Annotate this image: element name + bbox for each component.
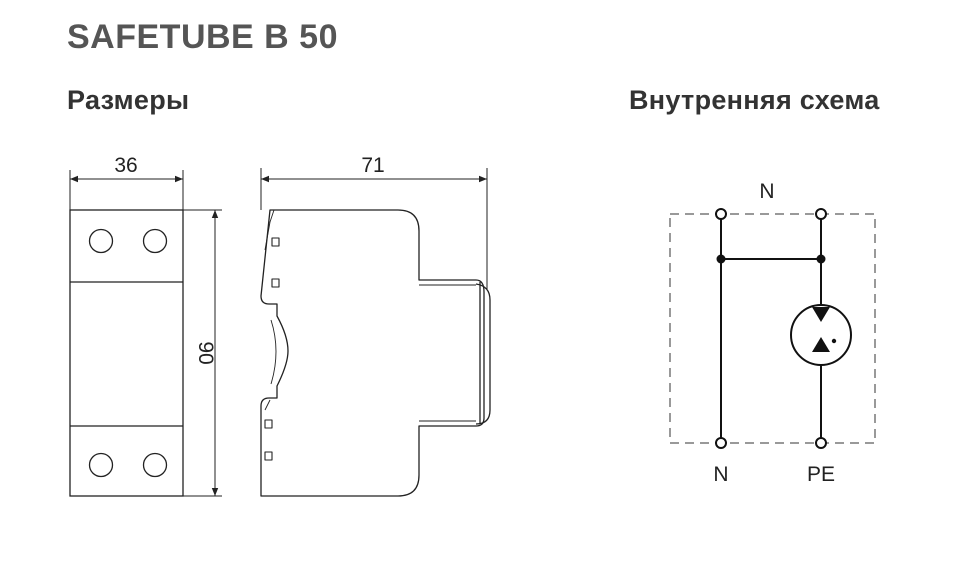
dimensions-heading: Размеры bbox=[67, 85, 190, 115]
side-view bbox=[260, 209, 491, 497]
gas-fill-dot bbox=[831, 338, 837, 344]
terminal-bottom-left bbox=[715, 437, 727, 449]
front-view bbox=[69, 209, 184, 497]
schema-label-pe: PE bbox=[807, 463, 835, 486]
height-dimension bbox=[183, 209, 222, 497]
junction-dot-left bbox=[716, 254, 726, 264]
gas-discharge-tube-symbol bbox=[790, 304, 852, 366]
terminal-top-right bbox=[815, 208, 827, 220]
indicator-slot-4 bbox=[264, 451, 273, 461]
internal-schema-heading: Внутренняя схема bbox=[629, 85, 880, 115]
enclosure-boundary bbox=[669, 213, 876, 444]
width-dimension-label: 36 bbox=[114, 154, 137, 177]
side-view-top-chamfer bbox=[264, 209, 275, 251]
terminal-screw-bottom-right bbox=[142, 452, 168, 478]
depth-dimension bbox=[260, 168, 488, 290]
indicator-slot-3 bbox=[264, 419, 273, 429]
junction-dot-right bbox=[816, 254, 826, 264]
terminal-screw-top-left bbox=[88, 228, 114, 254]
depth-dimension-label: 71 bbox=[361, 154, 384, 177]
internal-schema bbox=[669, 208, 876, 449]
terminal-screw-top-right bbox=[142, 228, 168, 254]
schema-label-top-n: N bbox=[759, 180, 774, 203]
terminal-bottom-right bbox=[815, 437, 827, 449]
spark-gap-arrow-up bbox=[812, 337, 830, 352]
width-dimension bbox=[69, 170, 184, 210]
indicator-slot-2 bbox=[271, 278, 280, 288]
schema-label-bottom-n: N bbox=[713, 463, 728, 486]
side-view-back-edge bbox=[475, 283, 491, 425]
side-view-din-clip bbox=[270, 319, 277, 385]
side-view-body bbox=[260, 209, 485, 497]
front-view-body bbox=[69, 209, 184, 497]
spark-gap-arrow-down bbox=[812, 307, 830, 322]
page-title: SAFETUBE B 50 bbox=[67, 18, 338, 56]
terminal-top-left bbox=[715, 208, 727, 220]
side-view-bottom-chamfer bbox=[264, 399, 271, 411]
terminal-screw-bottom-left bbox=[88, 452, 114, 478]
height-dimension-label: 90 bbox=[194, 341, 217, 364]
indicator-slot-1 bbox=[271, 237, 280, 247]
